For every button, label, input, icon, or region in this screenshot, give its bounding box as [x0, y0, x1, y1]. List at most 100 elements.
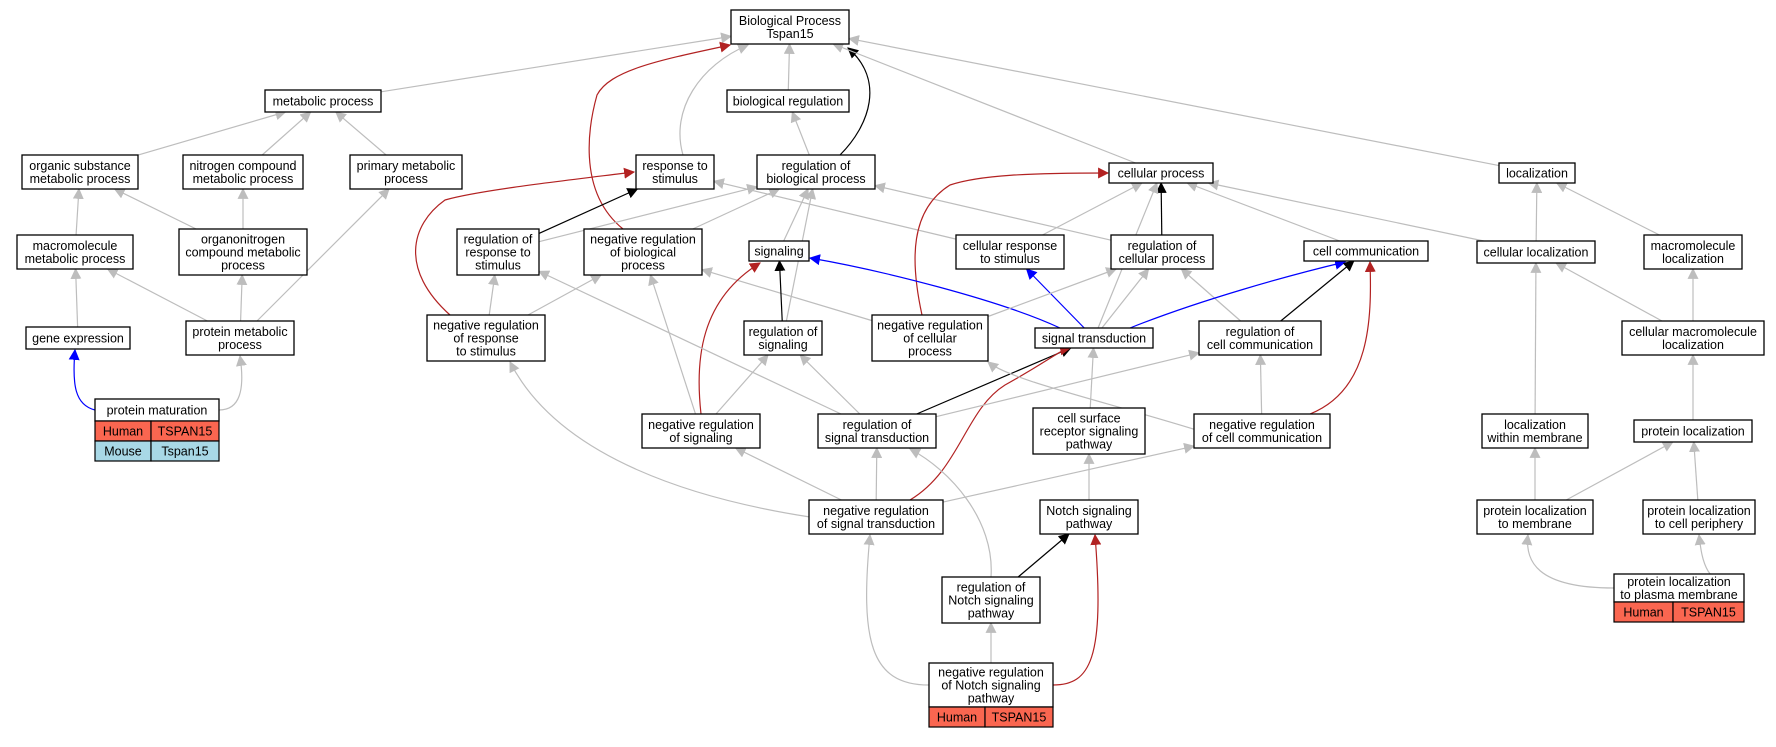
gene-symbol-cell — [1672, 601, 1745, 623]
go-term-label: process — [218, 338, 262, 352]
go-term-label: pathway — [968, 692, 1015, 706]
gene-symbol-label: TSPAN15 — [1681, 606, 1736, 620]
go-term-label: compound metabolic — [185, 246, 300, 260]
edge-cellcomm-to-cellular-is-a — [1186, 181, 1340, 242]
go-term-box — [730, 9, 850, 45]
go-term-box — [16, 234, 134, 270]
go-term-label: negative regulation — [938, 666, 1044, 680]
go-term-label: to plasma membrane — [1620, 588, 1737, 602]
go-term-node-bioreg[interactable]: biological regulation — [726, 89, 850, 113]
go-term-box — [941, 576, 1041, 624]
edge-metabolic-to-bp-is-a — [380, 32, 733, 93]
species-label: Human — [1623, 606, 1663, 620]
go-term-label: biological regulation — [733, 95, 844, 109]
edge-negregcell-to-negregbio-is-a — [700, 267, 873, 322]
go-term-node-protloc[interactable]: protein localization — [1633, 419, 1753, 443]
go-term-label: biological process — [766, 172, 865, 186]
edge-sigtrans-to-regcell-is-a — [1101, 268, 1150, 329]
go-term-label: process — [384, 172, 428, 186]
go-term-label: cell surface — [1057, 412, 1120, 426]
go-term-label: negative regulation — [1209, 418, 1315, 432]
edge-regsigtrans-to-regsig-is-a — [799, 354, 861, 415]
go-term-label: to stimulus — [980, 252, 1040, 266]
species-label: Human — [103, 425, 143, 439]
go-term-box — [583, 228, 703, 276]
go-term-label: metabolic process — [193, 172, 294, 186]
go-term-node-metabolic[interactable]: metabolic process — [264, 89, 382, 113]
edge-bioreg-to-bp-is-a — [783, 42, 795, 91]
edge-regcellcomm-to-cellcomm-part-of — [1280, 260, 1355, 322]
edge-orgsub-to-metabolic-is-a — [137, 109, 287, 156]
go-term-node-cellcomm[interactable]: cell communication — [1303, 240, 1429, 262]
go-term-label: of biological — [610, 246, 676, 260]
go-term-label: pathway — [968, 607, 1015, 621]
edge-negregsig-to-signaling-negatively-regulates — [698, 262, 761, 415]
go-term-box — [1032, 407, 1146, 455]
edge-primary-to-metabolic-is-a — [335, 111, 387, 156]
go-term-node-cellloc[interactable]: cellular localization — [1476, 240, 1596, 264]
go-term-node-geneexpr[interactable]: gene expression — [25, 326, 131, 350]
go-term-label: protein localization — [1483, 504, 1587, 518]
go-term-node-signaling[interactable]: signaling — [748, 240, 810, 262]
go-term-box — [743, 320, 823, 356]
go-term-box — [955, 234, 1065, 270]
go-term-box — [1110, 234, 1214, 270]
go-term-box — [928, 662, 1054, 708]
gene-symbol-label: Tspan15 — [161, 445, 208, 459]
go-term-label: of Notch signaling — [941, 679, 1040, 693]
species-label: Human — [937, 711, 977, 725]
edge-macromet-to-orgsub-is-a — [72, 187, 84, 236]
go-term-label: negative regulation — [648, 418, 754, 432]
go-term-box — [456, 228, 540, 276]
go-term-label: pathway — [1066, 517, 1113, 531]
go-term-label: Biological Process — [739, 14, 841, 28]
edge-regresp-to-regbio-is-a — [538, 183, 759, 243]
go-term-label: cellular process — [1119, 252, 1206, 266]
go-term-box — [1193, 413, 1331, 449]
go-term-label: cellular macromolecule — [1629, 325, 1757, 339]
go-term-node-sigtrans[interactable]: signal transduction — [1034, 327, 1154, 349]
go-term-box — [817, 413, 937, 449]
go-term-label: macromolecule — [1651, 239, 1736, 253]
go-term-label: of response — [453, 332, 518, 346]
go-term-node-cellular[interactable]: cellular process — [1108, 162, 1214, 184]
go-term-node-localization[interactable]: localization — [1498, 162, 1576, 184]
go-term-label: localization — [1506, 167, 1568, 181]
go-term-box — [1039, 499, 1139, 535]
go-term-label: cell communication — [1207, 338, 1313, 352]
go-term-label: to stimulus — [456, 345, 516, 359]
edge-cellresp-to-cellular-is-a — [1042, 182, 1143, 236]
